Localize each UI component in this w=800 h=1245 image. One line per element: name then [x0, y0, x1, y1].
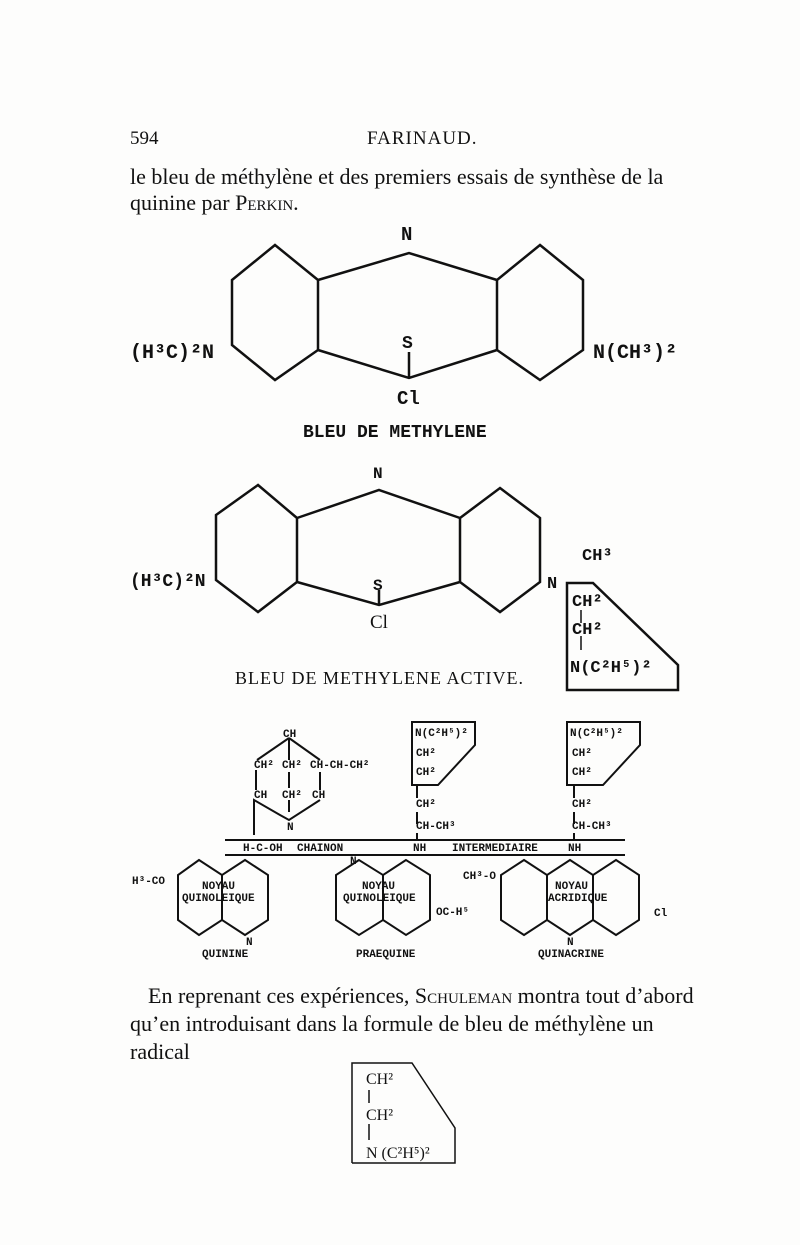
quinine-n: N	[246, 937, 253, 949]
praequine-chain-5: CH-CH³	[416, 821, 456, 833]
left-ring	[214, 483, 299, 614]
body-line-1: En reprenant ces expériences, Schuleman …	[130, 982, 695, 1010]
cage-ch2-a: CH²	[254, 760, 274, 772]
box-line-3: N(C²H⁵)²	[570, 659, 652, 678]
middle-ring-bottom	[317, 348, 498, 380]
cl-label: Cl	[397, 388, 420, 410]
praequine-chain-2: CH²	[416, 748, 436, 760]
cage-ch-d: CH	[312, 790, 325, 802]
quinine-name: QUININE	[202, 949, 249, 961]
body-line-3: radical	[130, 1039, 190, 1064]
praequine-box	[411, 721, 476, 786]
cage-ch: CH	[283, 729, 296, 741]
quinacrine-chain-1: N(C²H⁵)²	[570, 728, 623, 740]
text: montra tout d’abord	[512, 983, 694, 1008]
intro-line-1: le bleu de méthylène et des premiers ess…	[130, 164, 664, 189]
page-number: 594	[130, 128, 159, 149]
quinacrine-n: N	[567, 937, 574, 949]
radical-line-2: CH²	[366, 1107, 393, 1124]
side-chain-box	[565, 581, 680, 692]
left-group-label: (H³C)²N	[130, 342, 214, 365]
quinine-core-2: QUINOLEIQUE	[182, 893, 255, 905]
praequine-name: PRAEQUINE	[356, 949, 416, 961]
praequine-chain-3: CH²	[416, 767, 436, 779]
n-label: N	[401, 224, 412, 246]
quinacrine-core-1: NOYAU	[555, 881, 588, 893]
band-chainon: CHAINON	[297, 843, 343, 855]
cage-ch2-c: CH²	[282, 790, 302, 802]
n-label: N	[373, 465, 383, 483]
activated-methylene-blue-structure: N (H³C)²N S Cl N CH³ CH² CH² N(C²H⁵)² BL…	[130, 465, 680, 692]
s-label: S	[402, 334, 413, 354]
right-ring	[495, 243, 585, 382]
cl-label: Cl	[370, 612, 388, 633]
body-paragraph: En reprenant ces expériences, Schuleman …	[130, 982, 695, 1066]
quinacrine-name: QUINACRINE	[538, 949, 604, 961]
cage-ch-c: CH	[254, 790, 267, 802]
intro-paragraph: le bleu de méthylène et des premiers ess…	[130, 164, 695, 216]
acridine-ring-1	[500, 858, 548, 937]
quinine-core-1: NOYAU	[202, 881, 235, 893]
text: En reprenant ces expériences,	[148, 983, 415, 1008]
right-group-label: N(CH³)²	[593, 342, 677, 365]
praequine-core-1: NOYAU	[362, 881, 395, 893]
right-ring	[458, 486, 542, 614]
left-ring	[230, 243, 320, 382]
left-group-label: (H³C)²N	[130, 572, 206, 592]
cage-ch2-b: CH²	[282, 760, 302, 772]
band-nh-2: NH	[568, 843, 581, 855]
text: quinine par	[130, 190, 236, 215]
author-name: Schuleman	[414, 983, 513, 1008]
figure-caption: BLEU DE METHYLENE	[303, 423, 487, 443]
methylene-blue-structure: N (H³C)²N S Cl N(CH³)² BLEU DE METHYLENE	[130, 224, 677, 443]
middle-ring-top	[296, 488, 461, 520]
quinacrine-cl: Cl	[654, 908, 668, 920]
middle-ring-top	[317, 251, 498, 282]
band-intermediaire: INTERMEDIAIRE	[452, 843, 538, 855]
intro-line-2: quinine par Perkin.	[130, 190, 695, 216]
author-name: Perkin	[235, 190, 294, 215]
s-label: S	[373, 577, 383, 595]
body-line-2: qu’en introduisant dans la formule de bl…	[130, 1011, 654, 1036]
radical-line-1: CH²	[366, 1071, 393, 1088]
quinacrine-chain-5: CH-CH³	[572, 821, 612, 833]
radical-box	[351, 1062, 456, 1164]
figure-caption: BLEU DE METHYLENE ACTIVE.	[235, 668, 524, 688]
box-line-2: CH²	[572, 621, 603, 640]
praequine-core-2: QUINOLEIQUE	[343, 893, 416, 905]
n-right-label: N	[547, 575, 557, 594]
antimalarial-comparison-figure: CH CH² CH² CH-CH-CH² CH CH² CH N N(C²H⁵)…	[132, 721, 668, 961]
running-title: FARINAUD.	[367, 128, 478, 149]
praequine-substituent: OC-H⁵	[436, 907, 469, 919]
quinacrine-chain-3: CH²	[572, 767, 592, 779]
praequine-ring-2	[382, 858, 431, 937]
band-hcoh: H-C-OH	[243, 843, 283, 855]
ch3-label: CH³	[582, 546, 613, 566]
text: .	[293, 190, 299, 215]
quinacrine-chain-2: CH²	[572, 748, 592, 760]
cage-n: N	[287, 822, 294, 834]
quinine-substituent: H³-CO	[132, 876, 165, 888]
box-line-1: CH²	[572, 593, 603, 612]
radical-structure: CH² CH² N (C²H⁵)²	[351, 1062, 456, 1164]
quinacrine-substituent: CH³-O	[463, 871, 496, 883]
acridine-ring-3	[592, 858, 640, 937]
quinacrine-core-2: ACRIDIQUE	[548, 893, 608, 905]
quinacrine-box	[566, 721, 641, 786]
cage-vinyl: CH-CH-CH²	[310, 760, 369, 772]
radical-line-3: N (C²H⁵)²	[366, 1145, 430, 1162]
praequine-chain-4: CH²	[416, 799, 436, 811]
quinine-ring-2	[221, 858, 269, 937]
band-nh-1: NH	[413, 843, 426, 855]
praequine-chain-1: N(C²H⁵)²	[415, 728, 468, 740]
praequine-n: N	[350, 856, 357, 868]
quinacrine-chain-4: CH²	[572, 799, 592, 811]
